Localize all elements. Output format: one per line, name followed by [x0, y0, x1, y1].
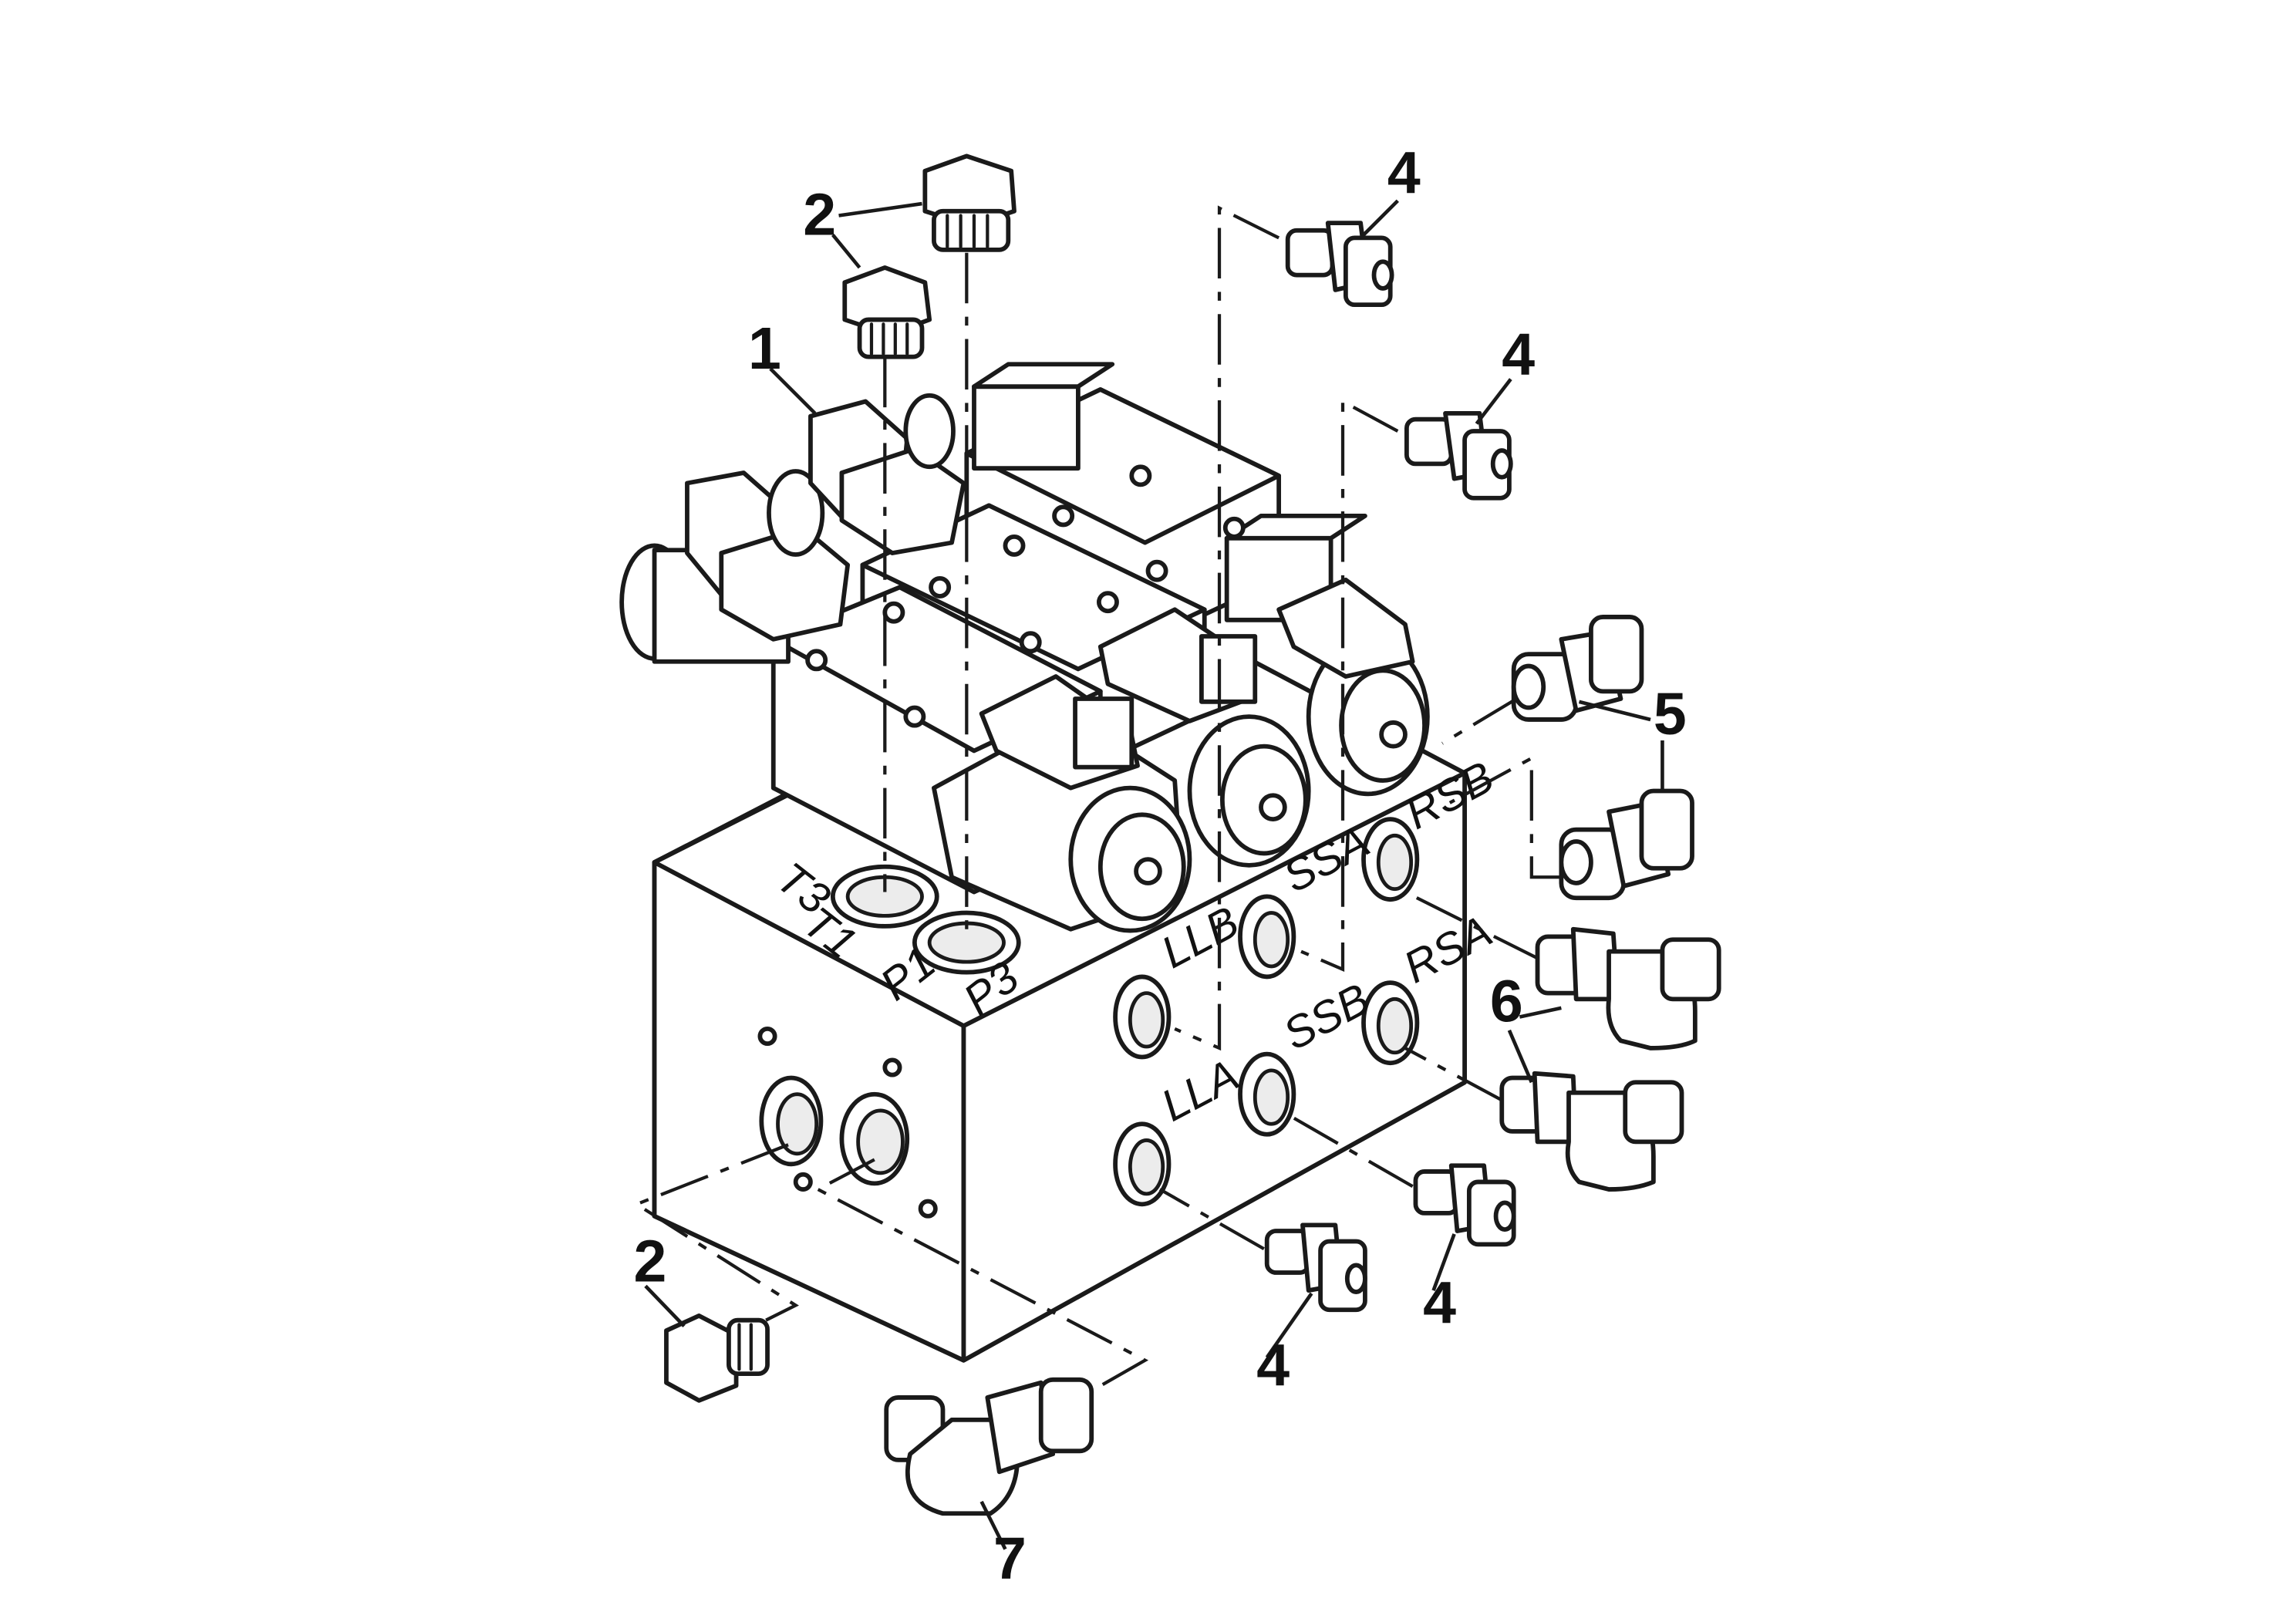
callout-4-top-a: 4	[1387, 140, 1421, 207]
straight-fitting-top-a	[1285, 221, 1394, 308]
elbow-fitting-a	[1535, 926, 1721, 1050]
adapter-fitting-a	[1511, 615, 1644, 722]
callout-1: 1	[748, 315, 781, 382]
plug-fitting-top-a	[842, 265, 932, 359]
callout-numbers: 2 1 4 4 5 6 4 4 2 7	[634, 140, 1687, 1593]
plug-fitting-top-b	[922, 153, 1017, 252]
callout-2-top: 2	[803, 182, 836, 248]
callout-5: 5	[1654, 681, 1687, 747]
straight-fitting-ssb	[1413, 1163, 1516, 1247]
right-solenoid-coils	[932, 577, 1430, 933]
explode-centerlines	[632, 205, 1562, 1392]
straight-fitting-lla	[1264, 1222, 1367, 1313]
callout-4-lla: 4	[1256, 1333, 1290, 1399]
right-face-ports	[1113, 817, 1420, 1207]
left-face-ports	[757, 1027, 938, 1219]
callout-2-bottom: 2	[634, 1229, 667, 1295]
bolt-heads	[805, 464, 1246, 728]
top-face-ports	[830, 864, 1021, 975]
callout-6: 6	[1490, 968, 1523, 1034]
left-solenoid-coils	[619, 393, 966, 664]
elbow-fitting-b	[1499, 1071, 1684, 1192]
plug-fitting-bottom	[664, 1313, 770, 1403]
straight-fitting-top-b	[1404, 410, 1513, 501]
adapter-fitting-b	[1559, 788, 1694, 901]
callout-7: 7	[993, 1526, 1027, 1592]
leader-lines	[644, 199, 1664, 1550]
solenoid-valve-stack	[619, 362, 1430, 933]
elbow-fitting-bottom	[884, 1377, 1094, 1516]
callout-4-top-b: 4	[1502, 322, 1535, 388]
callout-4-ssb: 4	[1423, 1270, 1456, 1337]
